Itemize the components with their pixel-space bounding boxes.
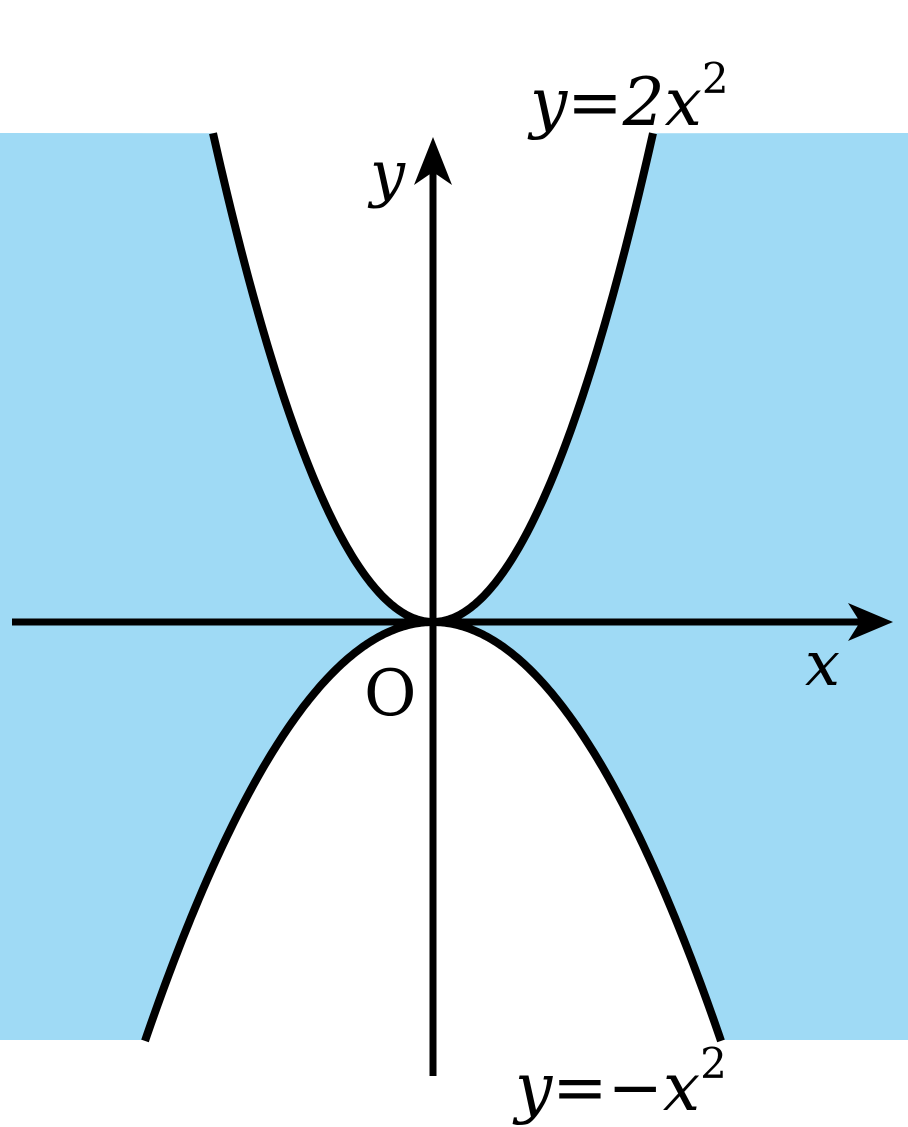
curve-y-neg-x2 [141, 618, 725, 1043]
y-axis-label: y [367, 137, 406, 210]
x-axis-arrowhead [848, 603, 893, 641]
shaded-region-right [433, 133, 908, 1040]
shaded-region-left [0, 133, 433, 1040]
upper-curve-equation: y=2x [527, 64, 702, 141]
origin-label: O [364, 657, 416, 731]
upper-curve-label: y=2x2 [527, 54, 729, 141]
lower-curve-exponent: 2 [700, 1039, 727, 1088]
x-axis-label: x [805, 627, 840, 700]
lower-curve-label: y=−x2 [512, 1039, 727, 1126]
lower-curve-equation: y=−x [512, 1049, 700, 1126]
y-axis-arrowhead [414, 137, 452, 185]
upper-curve-exponent: 2 [702, 54, 729, 103]
